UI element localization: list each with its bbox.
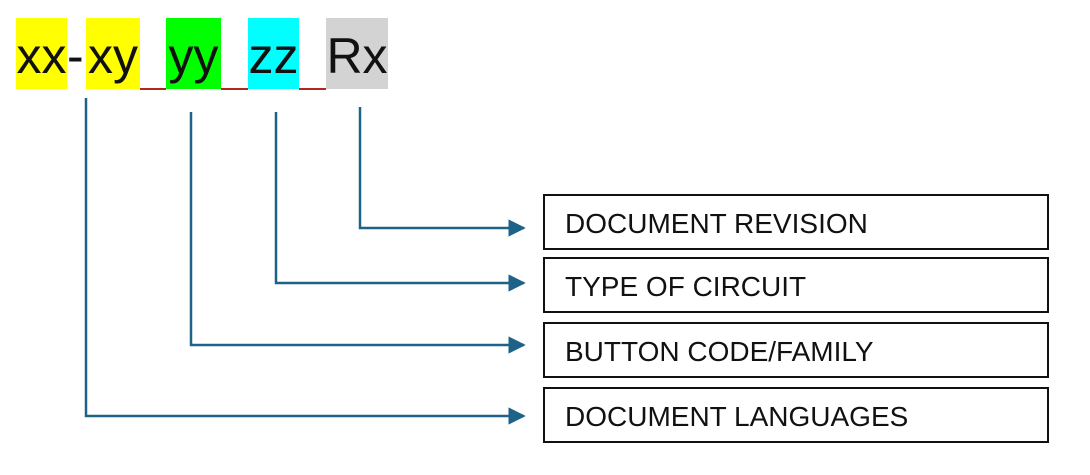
- code-segment-zz: zz: [248, 18, 299, 89]
- box-document-languages: DOCUMENT LANGUAGES: [543, 387, 1049, 443]
- box-type-of-circuit: TYPE OF CIRCUIT: [543, 257, 1049, 313]
- connector-button-code: [189, 112, 526, 354]
- code-segment-rx: Rx: [326, 18, 388, 89]
- box-label: TYPE OF CIRCUIT: [565, 271, 807, 302]
- code-separator-underscore: [299, 88, 326, 90]
- connector-languages: [84, 98, 526, 425]
- code-separator-underscore: [140, 88, 166, 90]
- box-label: BUTTON CODE/FAMILY: [565, 336, 874, 367]
- code-separator-underscore: [221, 88, 248, 90]
- box-label: DOCUMENT LANGUAGES: [565, 401, 909, 432]
- code-separator-hyphen: -: [67, 28, 84, 84]
- box-button-code-family: BUTTON CODE/FAMILY: [543, 322, 1049, 378]
- code-segment-yy: yy: [166, 18, 221, 89]
- box-label: DOCUMENT REVISION: [565, 208, 868, 239]
- connector-circuit: [274, 112, 526, 292]
- connector-revision: [358, 107, 526, 237]
- code-segment-xx: xx: [16, 18, 67, 89]
- code-segment-xy: xy: [86, 18, 140, 89]
- box-document-revision: DOCUMENT REVISION: [543, 194, 1049, 250]
